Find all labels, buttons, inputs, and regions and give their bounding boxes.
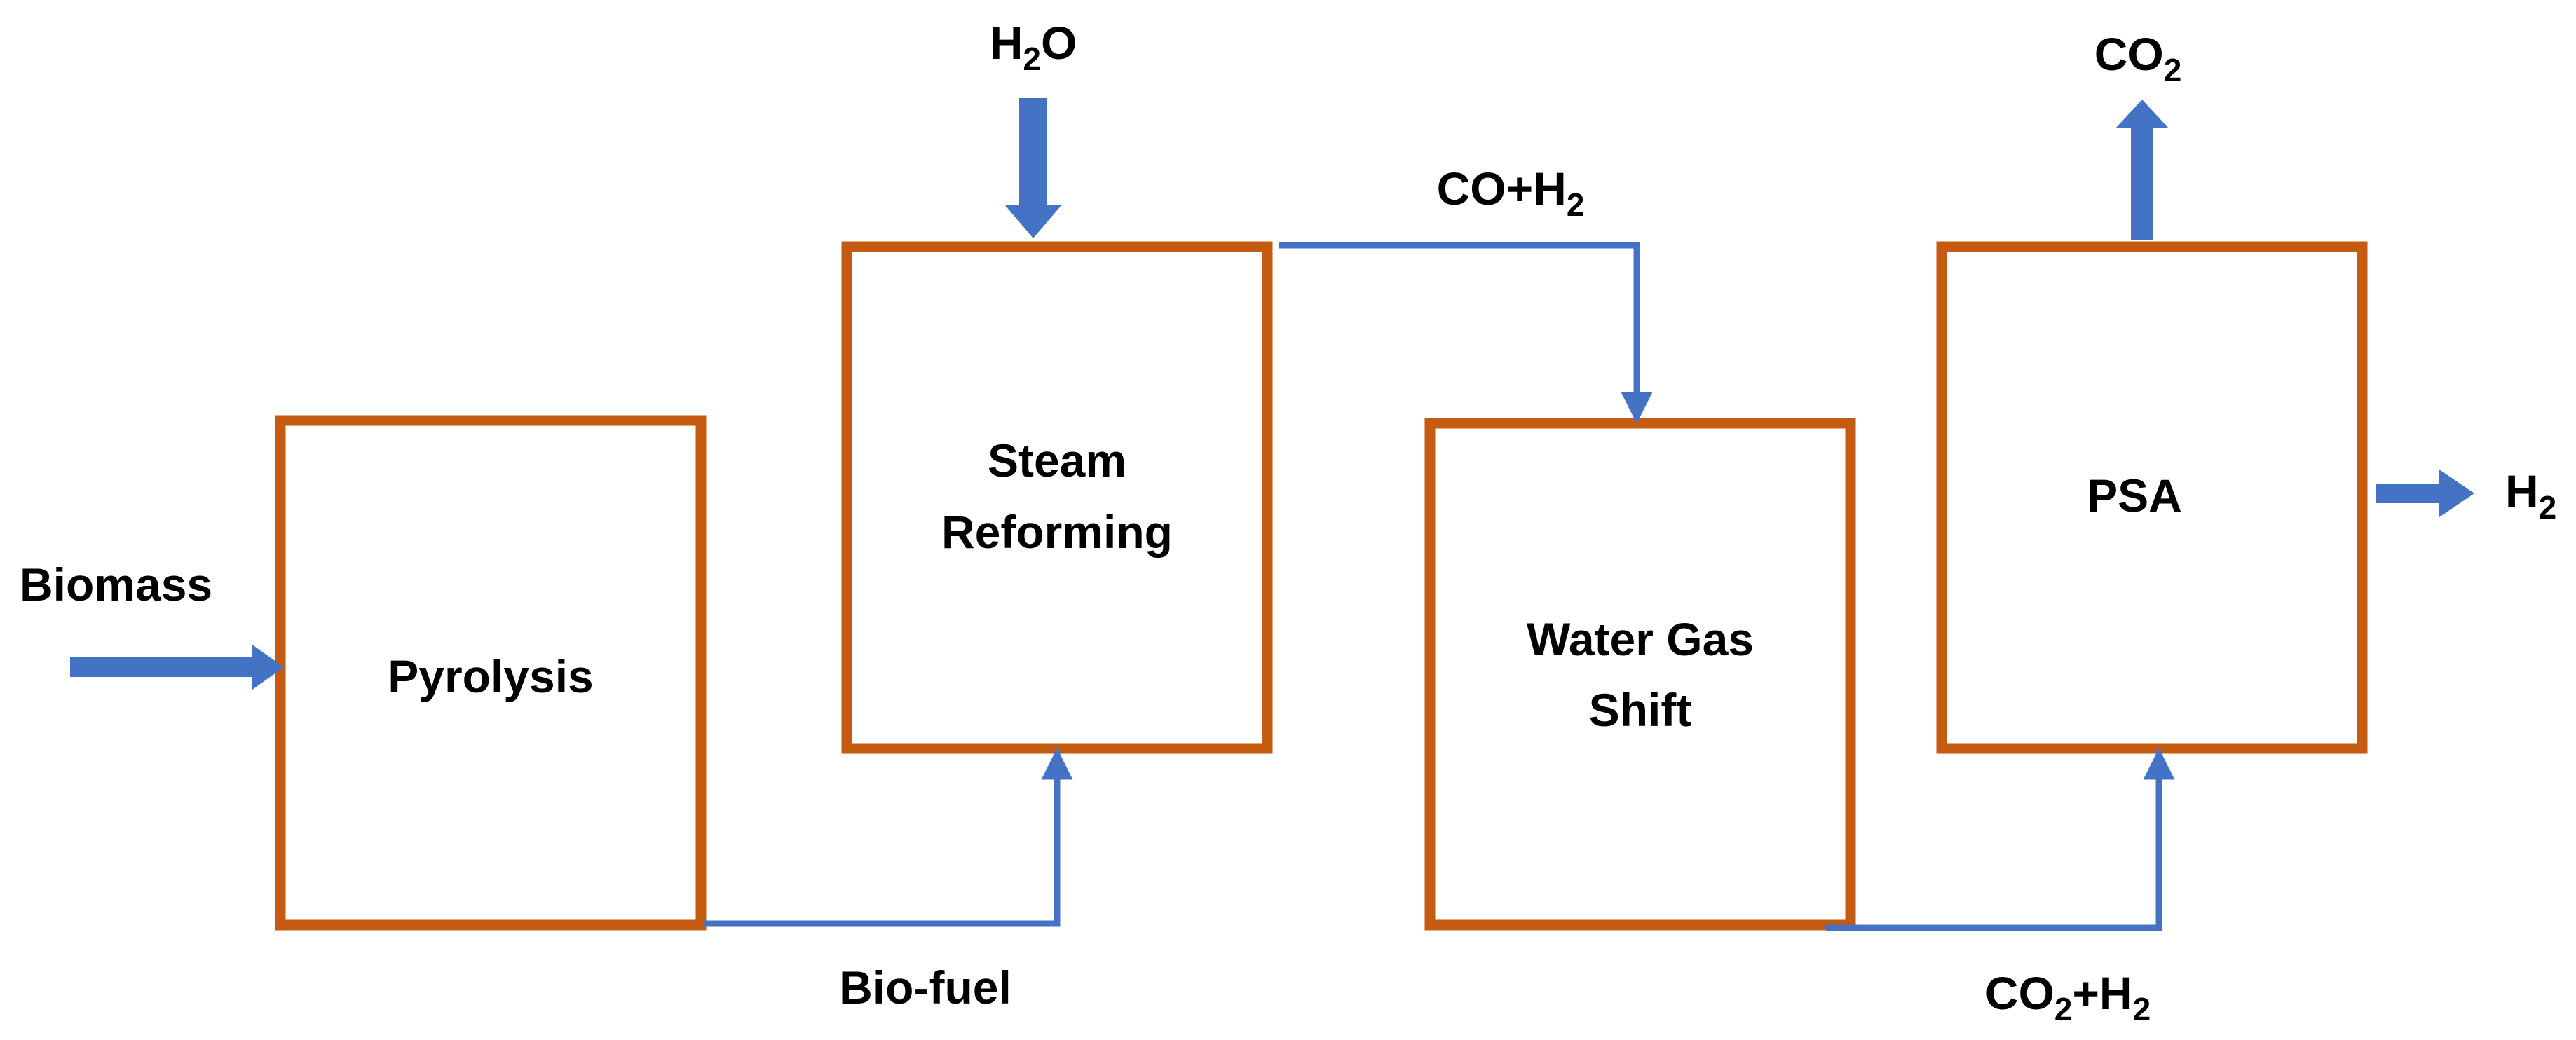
biomass-inlet-arrow [70, 645, 284, 690]
h2-label: H2 [2505, 465, 2556, 526]
syngas-flow-line [1279, 242, 1653, 424]
bio-fuel-flow-line [704, 748, 1073, 927]
biomass-label: Biomass [20, 559, 212, 610]
psa-label: PSA [2087, 470, 2182, 521]
pyrolysis-box [275, 415, 707, 931]
steam-reforming-label-line1: Steam [988, 435, 1126, 486]
steam-reforming-label-line2: Reforming [941, 506, 1173, 558]
h2o-label: H2O [990, 17, 1077, 77]
water-gas-shift-box [1424, 418, 1856, 931]
pyrolysis-label: Pyrolysis [388, 650, 594, 702]
co2-outlet-arrow [2116, 100, 2168, 240]
co-h2-label: CO+H2 [1437, 163, 1585, 223]
water-gas-shift-label-line2: Shift [1589, 684, 1692, 736]
bio-fuel-label: Bio-fuel [839, 962, 1011, 1013]
steam-reforming-box [841, 241, 1273, 754]
co2-h2-label: CO2+H2 [1985, 967, 2151, 1027]
psa-box [1936, 241, 2368, 754]
water-gas-shift-label-line1: Water Gas [1527, 613, 1754, 665]
h2o-inlet-arrow [1004, 98, 1062, 238]
h2-outlet-arrow [2376, 470, 2474, 517]
co2-label: CO2 [2094, 28, 2182, 88]
shifted-gas-flow-line [1826, 748, 2175, 931]
